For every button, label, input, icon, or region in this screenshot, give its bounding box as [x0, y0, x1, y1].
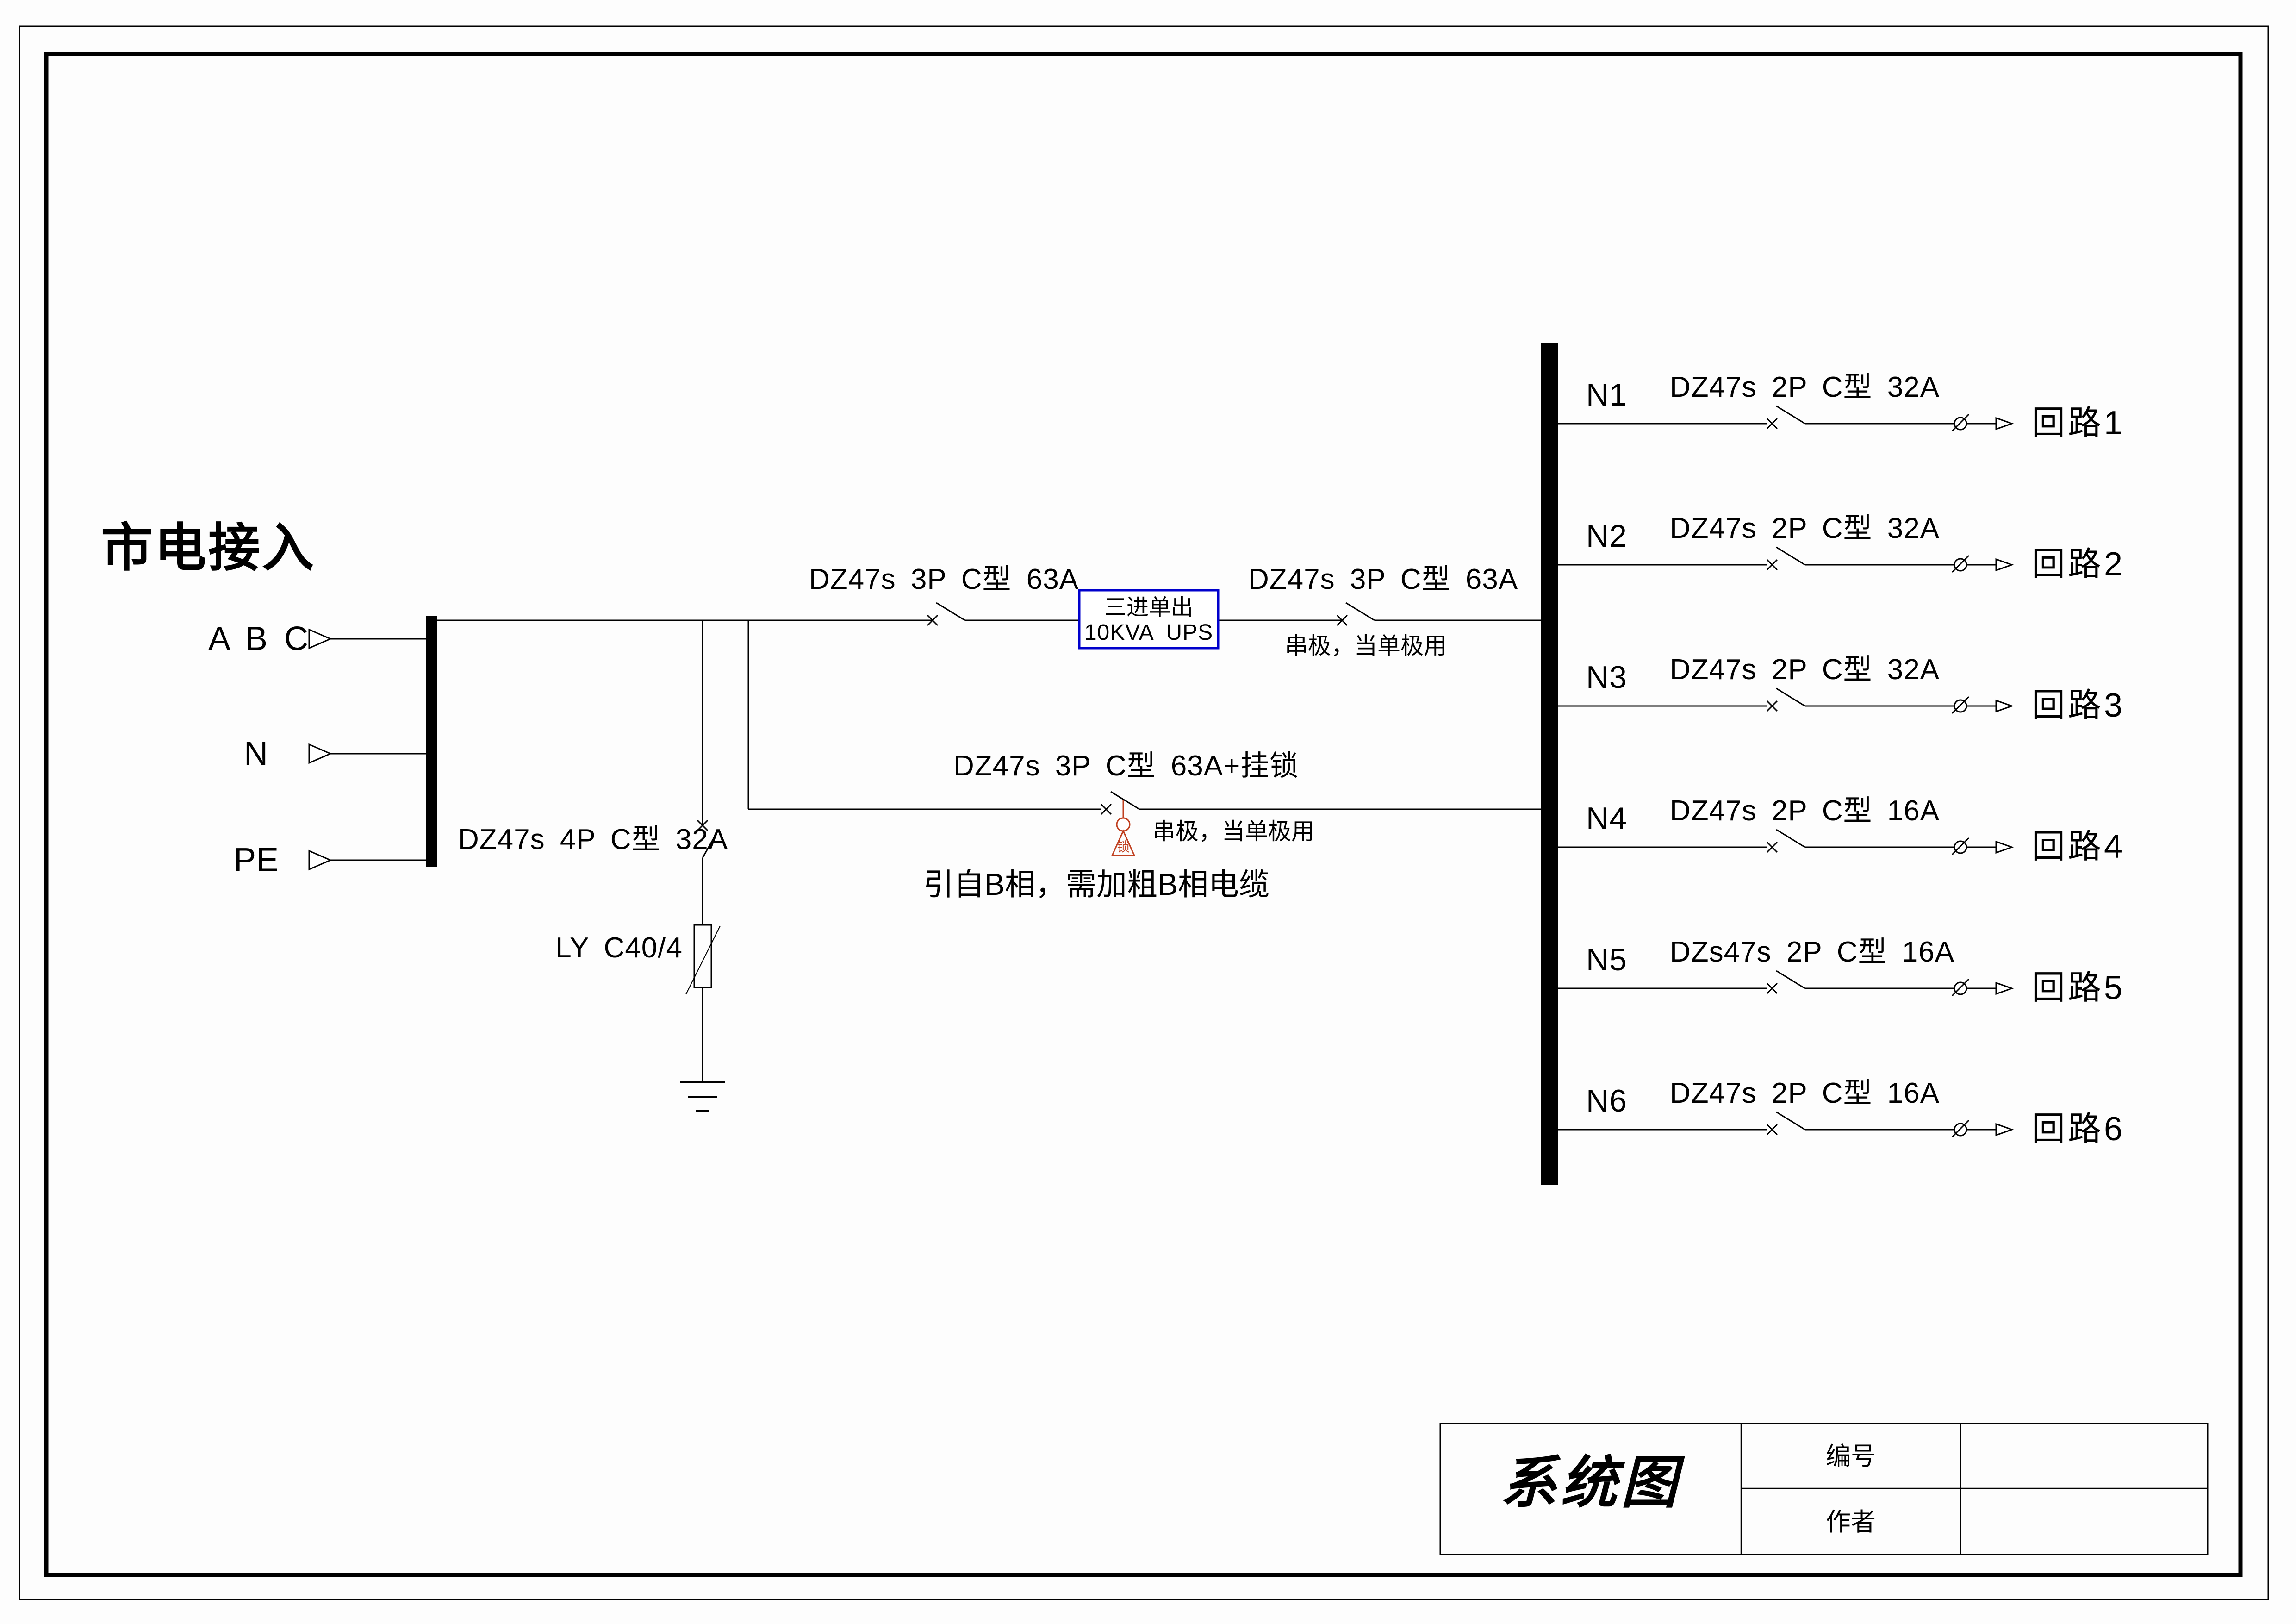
circuit-row-5: N5 DZs47s 2P C型 16A 回路5	[0, 933, 2296, 1074]
circuit-breaker-label: DZ47s 2P C型 16A	[1670, 795, 1940, 827]
main-breaker-and-arrester	[680, 620, 725, 1112]
circuit-breaker-label: DZ47s 2P C型 16A	[1670, 1077, 1940, 1109]
circuit-name: 回路2	[2032, 546, 2126, 583]
phase-label-pe: PE	[234, 842, 280, 879]
feed-breaker1-label: DZ47s 3P C型 63A	[809, 563, 1079, 595]
title-block-field1-label: 编号	[1826, 1443, 1876, 1470]
title-block-title: 系统图	[1500, 1451, 1681, 1514]
circuit-row-3: N3 DZ47s 2P C型 32A 回路3	[0, 650, 2296, 792]
feed-breaker2-label: DZ47s 3P C型 63A	[1248, 563, 1518, 595]
circuit-row-2: N2 DZ47s 2P C型 32A 回路2	[0, 509, 2296, 650]
circuit-id: N4	[1586, 801, 1627, 836]
bypass-note: 串极，当单极用	[1152, 818, 1314, 844]
ups-box	[1078, 589, 1220, 650]
circuit-id: N6	[1586, 1083, 1627, 1118]
circuit-id: N1	[1586, 377, 1627, 412]
source-title: 市电接入	[101, 519, 316, 577]
sheet-frame	[19, 25, 2269, 1600]
circuit-breaker-label: DZ47s 2P C型 32A	[1670, 654, 1940, 686]
distribution-bus-bar	[1541, 343, 1558, 1185]
bypass-branch-wire	[747, 620, 1541, 815]
bypass-cable-note: 引自B相，需加粗B相电缆	[923, 867, 1270, 901]
circuit-breaker-label: DZ47s 2P C型 32A	[1670, 512, 1940, 544]
phase-label-abc: A B C	[208, 620, 309, 657]
circuit-name: 回路5	[2032, 969, 2126, 1006]
incoming-bus-bar	[426, 616, 437, 867]
title-block-grid	[1439, 1423, 2209, 1555]
ground-symbol	[680, 1081, 725, 1112]
circuit-name: 回路1	[2032, 405, 2126, 442]
circuit-row-6: N6 DZ47s 2P C型 16A 回路6	[0, 1074, 2296, 1215]
circuit-id: N5	[1586, 942, 1627, 977]
circuit-name: 回路3	[2032, 687, 2126, 724]
circuit-row-1: N1 DZ47s 2P C型 32A 回路1	[0, 368, 2296, 509]
padlock-char: 锁	[1116, 840, 1130, 854]
circuit-name: 回路4	[2032, 828, 2126, 865]
circuit-breaker-label: DZ47s 2P C型 32A	[1670, 371, 1940, 403]
circuit-row-4: N4 DZ47s 2P C型 16A 回路4	[0, 792, 2296, 933]
phase-label-n: N	[244, 735, 268, 772]
circuit-breaker-label: DZs47s 2P C型 16A	[1670, 936, 1955, 968]
ups-label-line1: 三进单出	[1104, 595, 1193, 620]
circuit-name: 回路6	[2032, 1111, 2126, 1148]
ups-label-line2: 10KVA UPS	[1084, 620, 1213, 645]
circuit-id: N3	[1586, 660, 1627, 695]
main-breaker-label: DZ47s 4P C型 32A	[458, 824, 728, 856]
circuit-id: N2	[1586, 518, 1627, 554]
feed-breaker2-note: 串极，当单极用	[1285, 633, 1447, 659]
mains-input-arrows	[308, 628, 426, 871]
arrester-label: LY C40/4	[555, 932, 683, 964]
title-block-field2-label: 作者	[1826, 1508, 1876, 1536]
padlock-symbol	[1111, 800, 1136, 856]
bypass-breaker-label: DZ47s 3P C型 63A+挂锁	[953, 750, 1299, 782]
